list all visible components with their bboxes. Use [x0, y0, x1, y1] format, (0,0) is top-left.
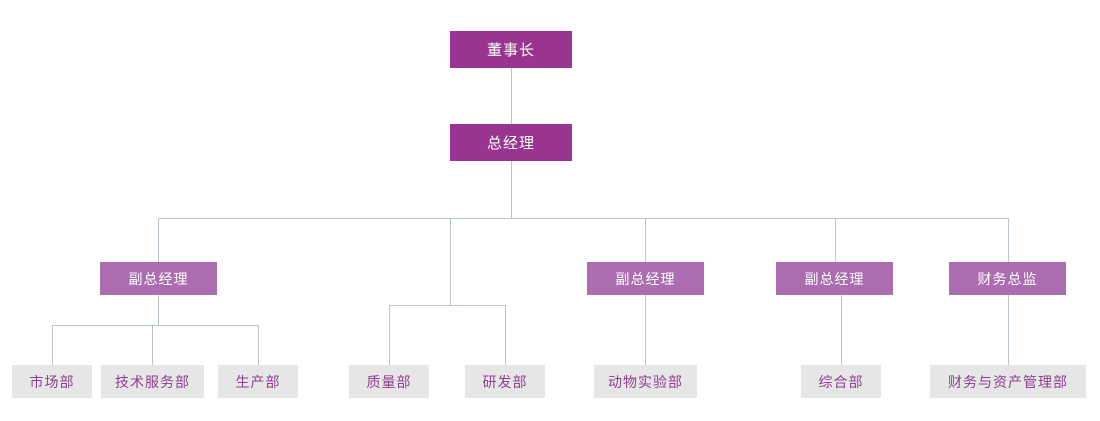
connector-drop-deputy-gm-2 — [645, 218, 646, 262]
node-production-dept[interactable]: 生产部 — [218, 365, 298, 398]
node-general-affairs-dept-label: 综合部 — [818, 374, 864, 391]
connector-midgroup-to-quality — [389, 305, 390, 365]
node-general-manager-label: 总经理 — [486, 134, 535, 152]
connector-deputy-gm-1-to-marketing — [52, 325, 53, 365]
node-animal-lab-dept[interactable]: 动物实验部 — [594, 365, 697, 398]
connector-deputy-gm-3-to-general-affairs — [841, 295, 842, 365]
node-finance-asset-dept-label: 财务与资产管理部 — [948, 374, 1068, 391]
node-animal-lab-dept-label: 动物实验部 — [608, 374, 683, 391]
node-tech-service-dept-label: 技术服务部 — [115, 374, 190, 391]
connector-midgroup-bus — [389, 305, 505, 306]
node-chairman-label: 董事长 — [486, 41, 535, 59]
node-deputy-gm-1[interactable]: 副总经理 — [100, 262, 217, 295]
connector-drop-deputy-gm-1 — [158, 218, 159, 262]
node-quality-dept-label: 质量部 — [366, 374, 412, 391]
node-rd-dept-label: 研发部 — [482, 374, 528, 391]
connector-deputy-gm-1-to-tech-service — [152, 325, 153, 365]
node-marketing-dept-label: 市场部 — [29, 374, 75, 391]
connector-drop-finance-director — [1008, 218, 1009, 262]
node-rd-dept[interactable]: 研发部 — [465, 365, 545, 398]
node-general-manager[interactable]: 总经理 — [450, 124, 572, 161]
node-tech-service-dept[interactable]: 技术服务部 — [101, 365, 204, 398]
node-finance-asset-dept[interactable]: 财务与资产管理部 — [930, 365, 1086, 398]
node-production-dept-label: 生产部 — [235, 374, 281, 391]
node-chairman[interactable]: 董事长 — [450, 31, 572, 68]
node-general-affairs-dept[interactable]: 综合部 — [801, 365, 881, 398]
node-deputy-gm-1-label: 副总经理 — [128, 271, 189, 288]
connector-finance-director-to-finance-asset — [1008, 295, 1009, 365]
connector-gm-stem — [511, 157, 512, 218]
connector-chairman-to-gm — [511, 68, 512, 124]
node-marketing-dept[interactable]: 市场部 — [12, 365, 92, 398]
node-deputy-gm-2-label: 副总经理 — [615, 271, 676, 288]
node-finance-director[interactable]: 财务总监 — [949, 262, 1066, 295]
connector-deputy-gm-2-to-animal-lab — [645, 295, 646, 365]
connector-midgroup-to-rd — [505, 305, 506, 365]
connector-deputy-gm-1-bus — [52, 325, 258, 326]
node-quality-dept[interactable]: 质量部 — [349, 365, 429, 398]
connector-deputy-gm-1-to-production — [258, 325, 259, 365]
connector-deputy-gm-1-stem — [158, 295, 159, 325]
connector-main-bus — [158, 218, 1009, 219]
connector-drop-deputy-gm-3 — [835, 218, 836, 262]
node-deputy-gm-3-label: 副总经理 — [804, 271, 865, 288]
node-finance-director-label: 财务总监 — [977, 271, 1038, 288]
connector-drop-midgroup — [450, 218, 451, 305]
node-deputy-gm-3[interactable]: 副总经理 — [776, 262, 893, 295]
node-deputy-gm-2[interactable]: 副总经理 — [587, 262, 704, 295]
